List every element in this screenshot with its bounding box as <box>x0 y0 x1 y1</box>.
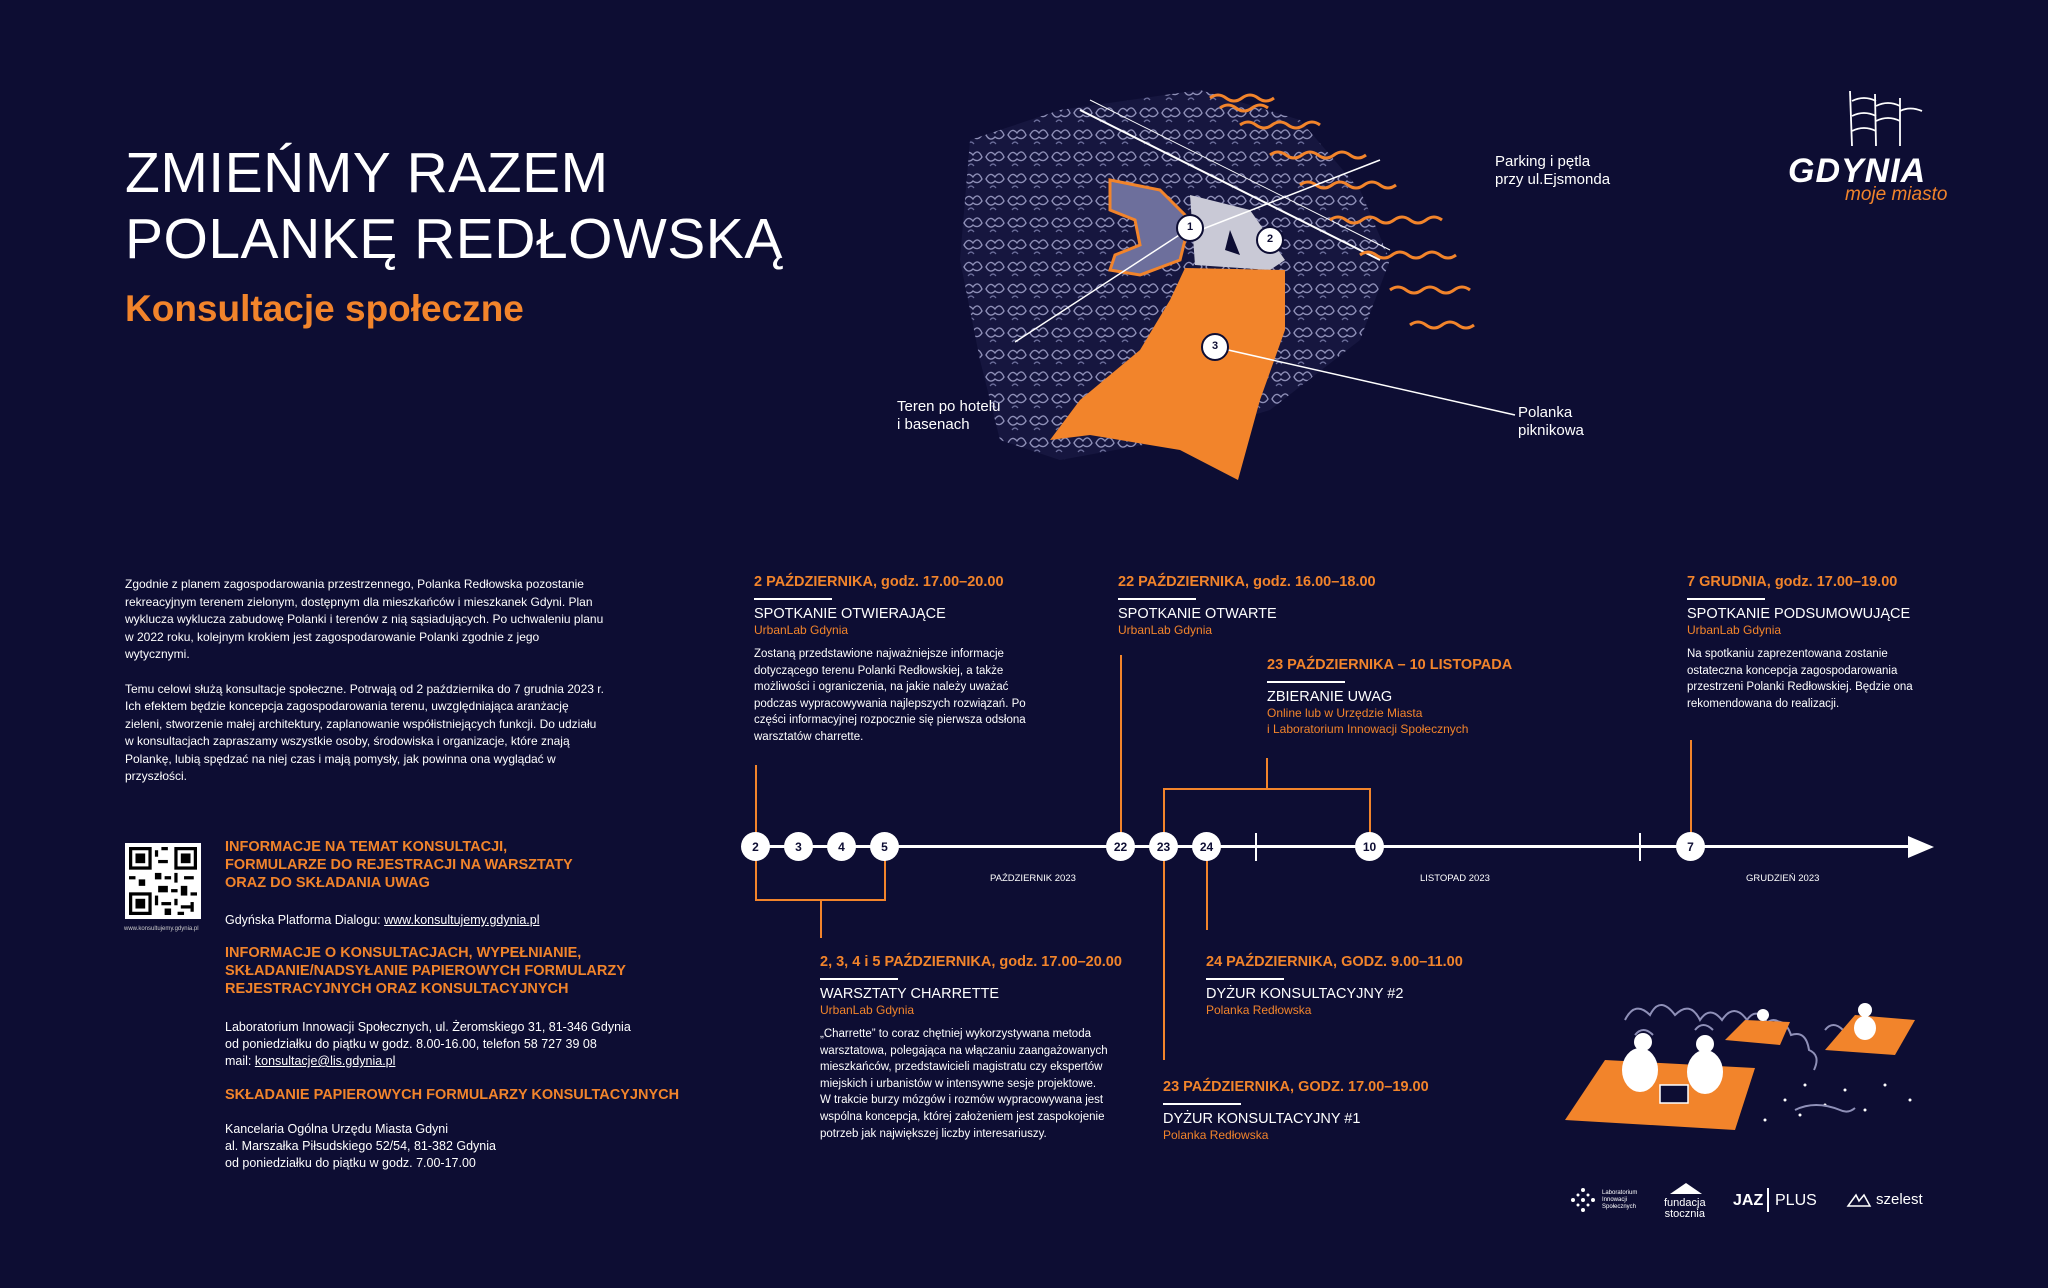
page-subtitle: Konsultacje społeczne <box>125 288 524 329</box>
connector-line <box>1206 860 1208 930</box>
event-place: Polanka Redłowska <box>1206 1003 1312 1017</box>
page-title: ZMIEŃMY RAZEM POLANKĘ REDŁOWSKĄ <box>125 140 783 272</box>
event-description: Zostaną przedstawione najważniejsze info… <box>754 648 1026 743</box>
timeline-dot-2: 2 <box>741 832 770 861</box>
event-title: SPOTKANIE OTWARTE <box>1118 606 1277 622</box>
site-map <box>960 90 1516 480</box>
lis-contact: Laboratorium Innowacji Społecznych, ul. … <box>225 1020 631 1068</box>
intro-paragraph-1: Zgodnie z planem zagospodarowania przest… <box>125 577 604 661</box>
timeline-dot-22: 22 <box>1106 832 1135 861</box>
connector-line <box>755 765 757 833</box>
intro-paragraph-2: Temu celowi służą konsultacje społeczne.… <box>125 681 604 784</box>
mail-link[interactable]: konsultacje@lis.gdynia.pl <box>254 1054 396 1068</box>
event-place: UrbanLab Gdynia <box>1118 623 1213 637</box>
intro-text: Zgodnie z planem zagospodarowania przest… <box>125 576 605 803</box>
timeline-arrow-icon <box>1908 836 1934 858</box>
month-tick <box>1639 833 1641 861</box>
map-marker-1: 1 <box>1186 221 1194 233</box>
event-date: 23 PAŹDZIERNIKA, GODZ. 17.00–19.00 <box>1163 1079 1429 1095</box>
month-label-october: PAŹDZIERNIK 2023 <box>990 873 1076 884</box>
event-description: „Charrette” to coraz chętniej wykorzysty… <box>820 1028 1108 1140</box>
connector-line <box>1163 860 1165 1060</box>
month-label-december: GRUDZIEŃ 2023 <box>1746 873 1820 884</box>
timeline-dot-24: 24 <box>1192 832 1221 861</box>
month-tick <box>1255 833 1257 861</box>
gdynia-tagline: moje miasto <box>1845 184 1948 205</box>
title-line-1: ZMIEŃMY RAZEM <box>125 141 609 205</box>
event-title: DYŻUR KONSULTACYJNY #1 <box>1163 1111 1361 1127</box>
gdynia-logo: GDYNIA <box>1788 152 1927 190</box>
event-duty-2: 24 PAŹDZIERNIKA, GODZ. 9.00–11.00 DYŻUR … <box>1206 954 1506 1018</box>
picnic-illustration <box>1565 1003 1915 1130</box>
szelest-logo-icon <box>1846 1193 1872 1207</box>
event-date: 23 PAŹDZIERNIKA – 10 LISTOPADA <box>1267 657 1513 673</box>
info-heading-3: SKŁADANIE PAPIEROWYCH FORMULARZY KONSULT… <box>225 1087 680 1103</box>
info-heading-1: INFORMACJE NA TEMAT KONSULTACJI,FORMULAR… <box>225 839 573 891</box>
connector-line <box>1266 758 1268 788</box>
event-date: 2, 3, 4 i 5 PAŹDZIERNIKA, godz. 17.00–20… <box>820 954 1122 970</box>
event-opening: 2 PAŹDZIERNIKA, godz. 17.00–20.00 SPOTKA… <box>754 574 1054 746</box>
connector-line <box>820 900 822 938</box>
qr-code[interactable] <box>125 843 201 919</box>
info-heading-2: INFORMACJE O KONSULTACJACH, WYPEŁNIANIE,… <box>225 945 626 997</box>
event-open-meeting: 22 PAŹDZIERNIKA, godz. 16.00–18.00 SPOTK… <box>1118 574 1418 638</box>
connector-line <box>1163 788 1371 790</box>
plus-logo: PLUS <box>1775 1192 1817 1209</box>
event-collecting-comments: 23 PAŹDZIERNIKA – 10 LISTOPADA ZBIERANIE… <box>1267 657 1567 737</box>
connector-line <box>1163 788 1165 833</box>
platform-line: Gdyńska Platforma Dialogu: www.konsultuj… <box>225 913 540 927</box>
title-line-2: POLANKĘ REDŁOWSKĄ <box>125 207 783 271</box>
partner-divider <box>1767 1188 1769 1212</box>
event-place: Polanka Redłowska <box>1163 1128 1269 1142</box>
event-place: UrbanLab Gdynia <box>1687 623 1782 637</box>
event-date: 2 PAŹDZIERNIKA, godz. 17.00–20.00 <box>754 574 1004 590</box>
connector-line <box>755 860 757 900</box>
szelest-logo-text: szelest <box>1876 1191 1923 1208</box>
lis-logo-icon <box>1571 1188 1595 1212</box>
event-date: 7 GRUDNIA, godz. 17.00–19.00 <box>1687 574 1898 590</box>
month-label-november: LISTOPAD 2023 <box>1420 873 1490 884</box>
event-title: SPOTKANIE PODSUMOWUJĄCE <box>1687 606 1911 622</box>
connector-line <box>1369 788 1371 833</box>
timeline-dot-10: 10 <box>1355 832 1384 861</box>
jaz-logo: JAZ <box>1733 1192 1764 1209</box>
event-title: SPOTKANIE OTWIERAJĄCE <box>754 606 946 622</box>
timeline-axis <box>748 845 1920 848</box>
timeline-dot-3: 3 <box>784 832 813 861</box>
timeline-dot-5: 5 <box>870 832 899 861</box>
event-date: 22 PAŹDZIERNIKA, godz. 16.00–18.00 <box>1118 574 1376 590</box>
connector-line <box>884 860 886 900</box>
timeline-dot-23: 23 <box>1149 832 1178 861</box>
platform-link[interactable]: www.konsultujemy.gdynia.pl <box>384 913 540 927</box>
map-marker-3: 3 <box>1211 340 1219 352</box>
timeline-dot-7: 7 <box>1676 832 1705 861</box>
event-date: 24 PAŹDZIERNIKA, GODZ. 9.00–11.00 <box>1206 954 1463 970</box>
event-title: WARSZTATY CHARRETTE <box>820 986 1000 1002</box>
timeline-dot-4: 4 <box>827 832 856 861</box>
connector-line <box>1120 655 1122 833</box>
map-marker-2: 2 <box>1266 233 1274 245</box>
event-place: UrbanLab Gdynia <box>820 1003 915 1017</box>
event-summary: 7 GRUDNIA, godz. 17.00–19.00 SPOTKANIE P… <box>1687 574 1937 712</box>
event-duty-1: 23 PAŹDZIERNIKA, GODZ. 17.00–19.00 DYŻUR… <box>1163 1079 1463 1143</box>
ship-icon <box>1849 90 1923 147</box>
event-charrette: 2, 3, 4 i 5 PAŹDZIERNIKA, godz. 17.00–20… <box>820 954 1160 1142</box>
fundacja-logo-icon <box>1670 1183 1702 1194</box>
event-title: ZBIERANIE UWAG <box>1267 689 1393 705</box>
event-title: DYŻUR KONSULTACYJNY #2 <box>1206 986 1404 1002</box>
connector-line <box>1690 740 1692 833</box>
event-description: Na spotkaniu zaprezentowana zostanie ost… <box>1687 648 1913 710</box>
qr-label: www.konsultujemy.gdynia.pl <box>124 926 199 932</box>
event-place: UrbanLab Gdynia <box>754 623 849 637</box>
